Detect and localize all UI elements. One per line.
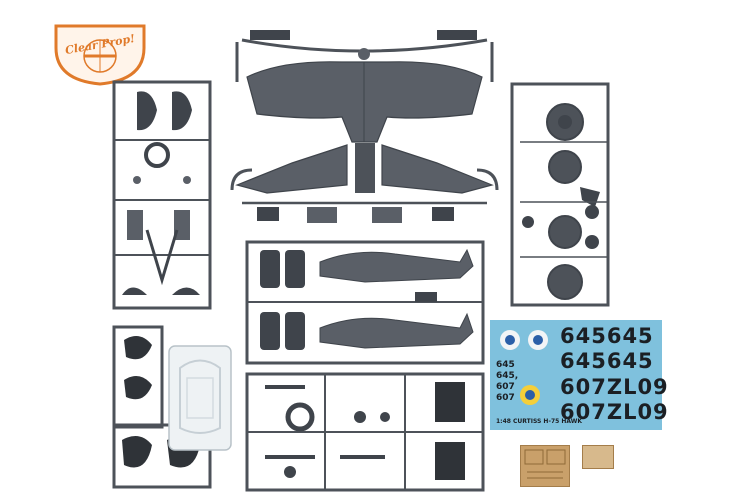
decal-side-number-2: 645, bbox=[496, 371, 519, 381]
upper-wing-sprue bbox=[222, 22, 507, 157]
decal-roundels bbox=[500, 330, 548, 405]
logo-badge-shape bbox=[54, 24, 146, 86]
small-parts-sprue bbox=[245, 372, 485, 492]
decal-row-3: 607ZL09 bbox=[560, 375, 669, 399]
lower-wing-left bbox=[235, 144, 348, 194]
decal-side-number-3: 607 bbox=[496, 382, 515, 392]
lower-wing-right bbox=[381, 144, 494, 194]
decal-row-2: 645645 bbox=[560, 349, 654, 373]
fuselage-half-top bbox=[319, 248, 474, 283]
clear-parts-bag bbox=[165, 338, 235, 458]
decal-row-1: 645645 bbox=[560, 324, 654, 348]
lower-wing-sprue bbox=[222, 135, 507, 235]
engine-sprue bbox=[510, 82, 610, 307]
clear-prop-logo: Clear Prop! bbox=[50, 18, 150, 88]
decal-side-number-1: 645 bbox=[496, 360, 515, 370]
photo-etch-small bbox=[582, 445, 614, 469]
photo-etch-fret bbox=[520, 445, 570, 487]
small-part bbox=[437, 30, 477, 40]
fuselage-sprue bbox=[245, 240, 485, 365]
decal-side-number-4: 607 bbox=[496, 393, 515, 403]
small-part bbox=[250, 30, 290, 40]
decal-caption: 1:48 CURTISS H-75 HAWK bbox=[496, 418, 583, 425]
decal-row-4: 607ZL09 bbox=[560, 400, 669, 424]
decal-sheet: 645645 645645 607ZL09 607ZL09 645 645, 6… bbox=[490, 320, 668, 430]
fuselage-half-bottom bbox=[319, 312, 474, 349]
left-sprue bbox=[112, 80, 212, 310]
